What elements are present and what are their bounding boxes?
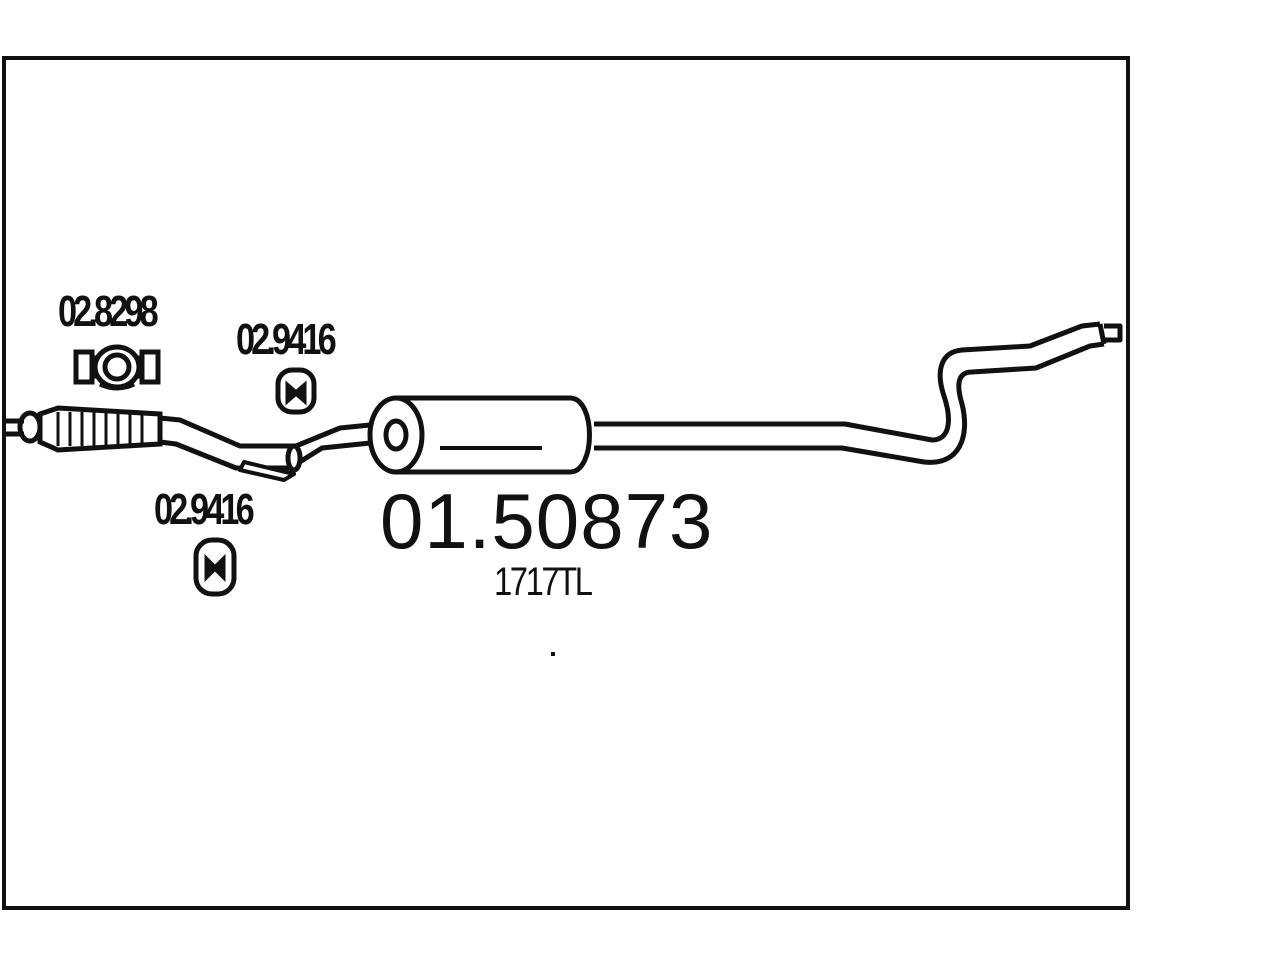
main-part-code: 1717TL: [494, 560, 593, 604]
rubber-hanger-icon: [275, 367, 317, 415]
clamp-icon: [73, 344, 161, 391]
lower-hanger-part-number: 02.9416: [154, 485, 255, 534]
clamp-part-number: 02.8298: [58, 287, 159, 336]
flex-pipe: [6, 405, 163, 453]
rear-pipe: [594, 321, 1123, 465]
upper-hanger-part-number: 02.9416: [236, 315, 337, 364]
diagram-frame: [2, 56, 1130, 910]
rubber-hanger-icon: [193, 537, 237, 597]
front-pipe: [159, 415, 381, 482]
main-part-number: 01.50873: [380, 477, 714, 565]
stray-dot: [551, 652, 555, 656]
center-silencer: [367, 395, 592, 475]
